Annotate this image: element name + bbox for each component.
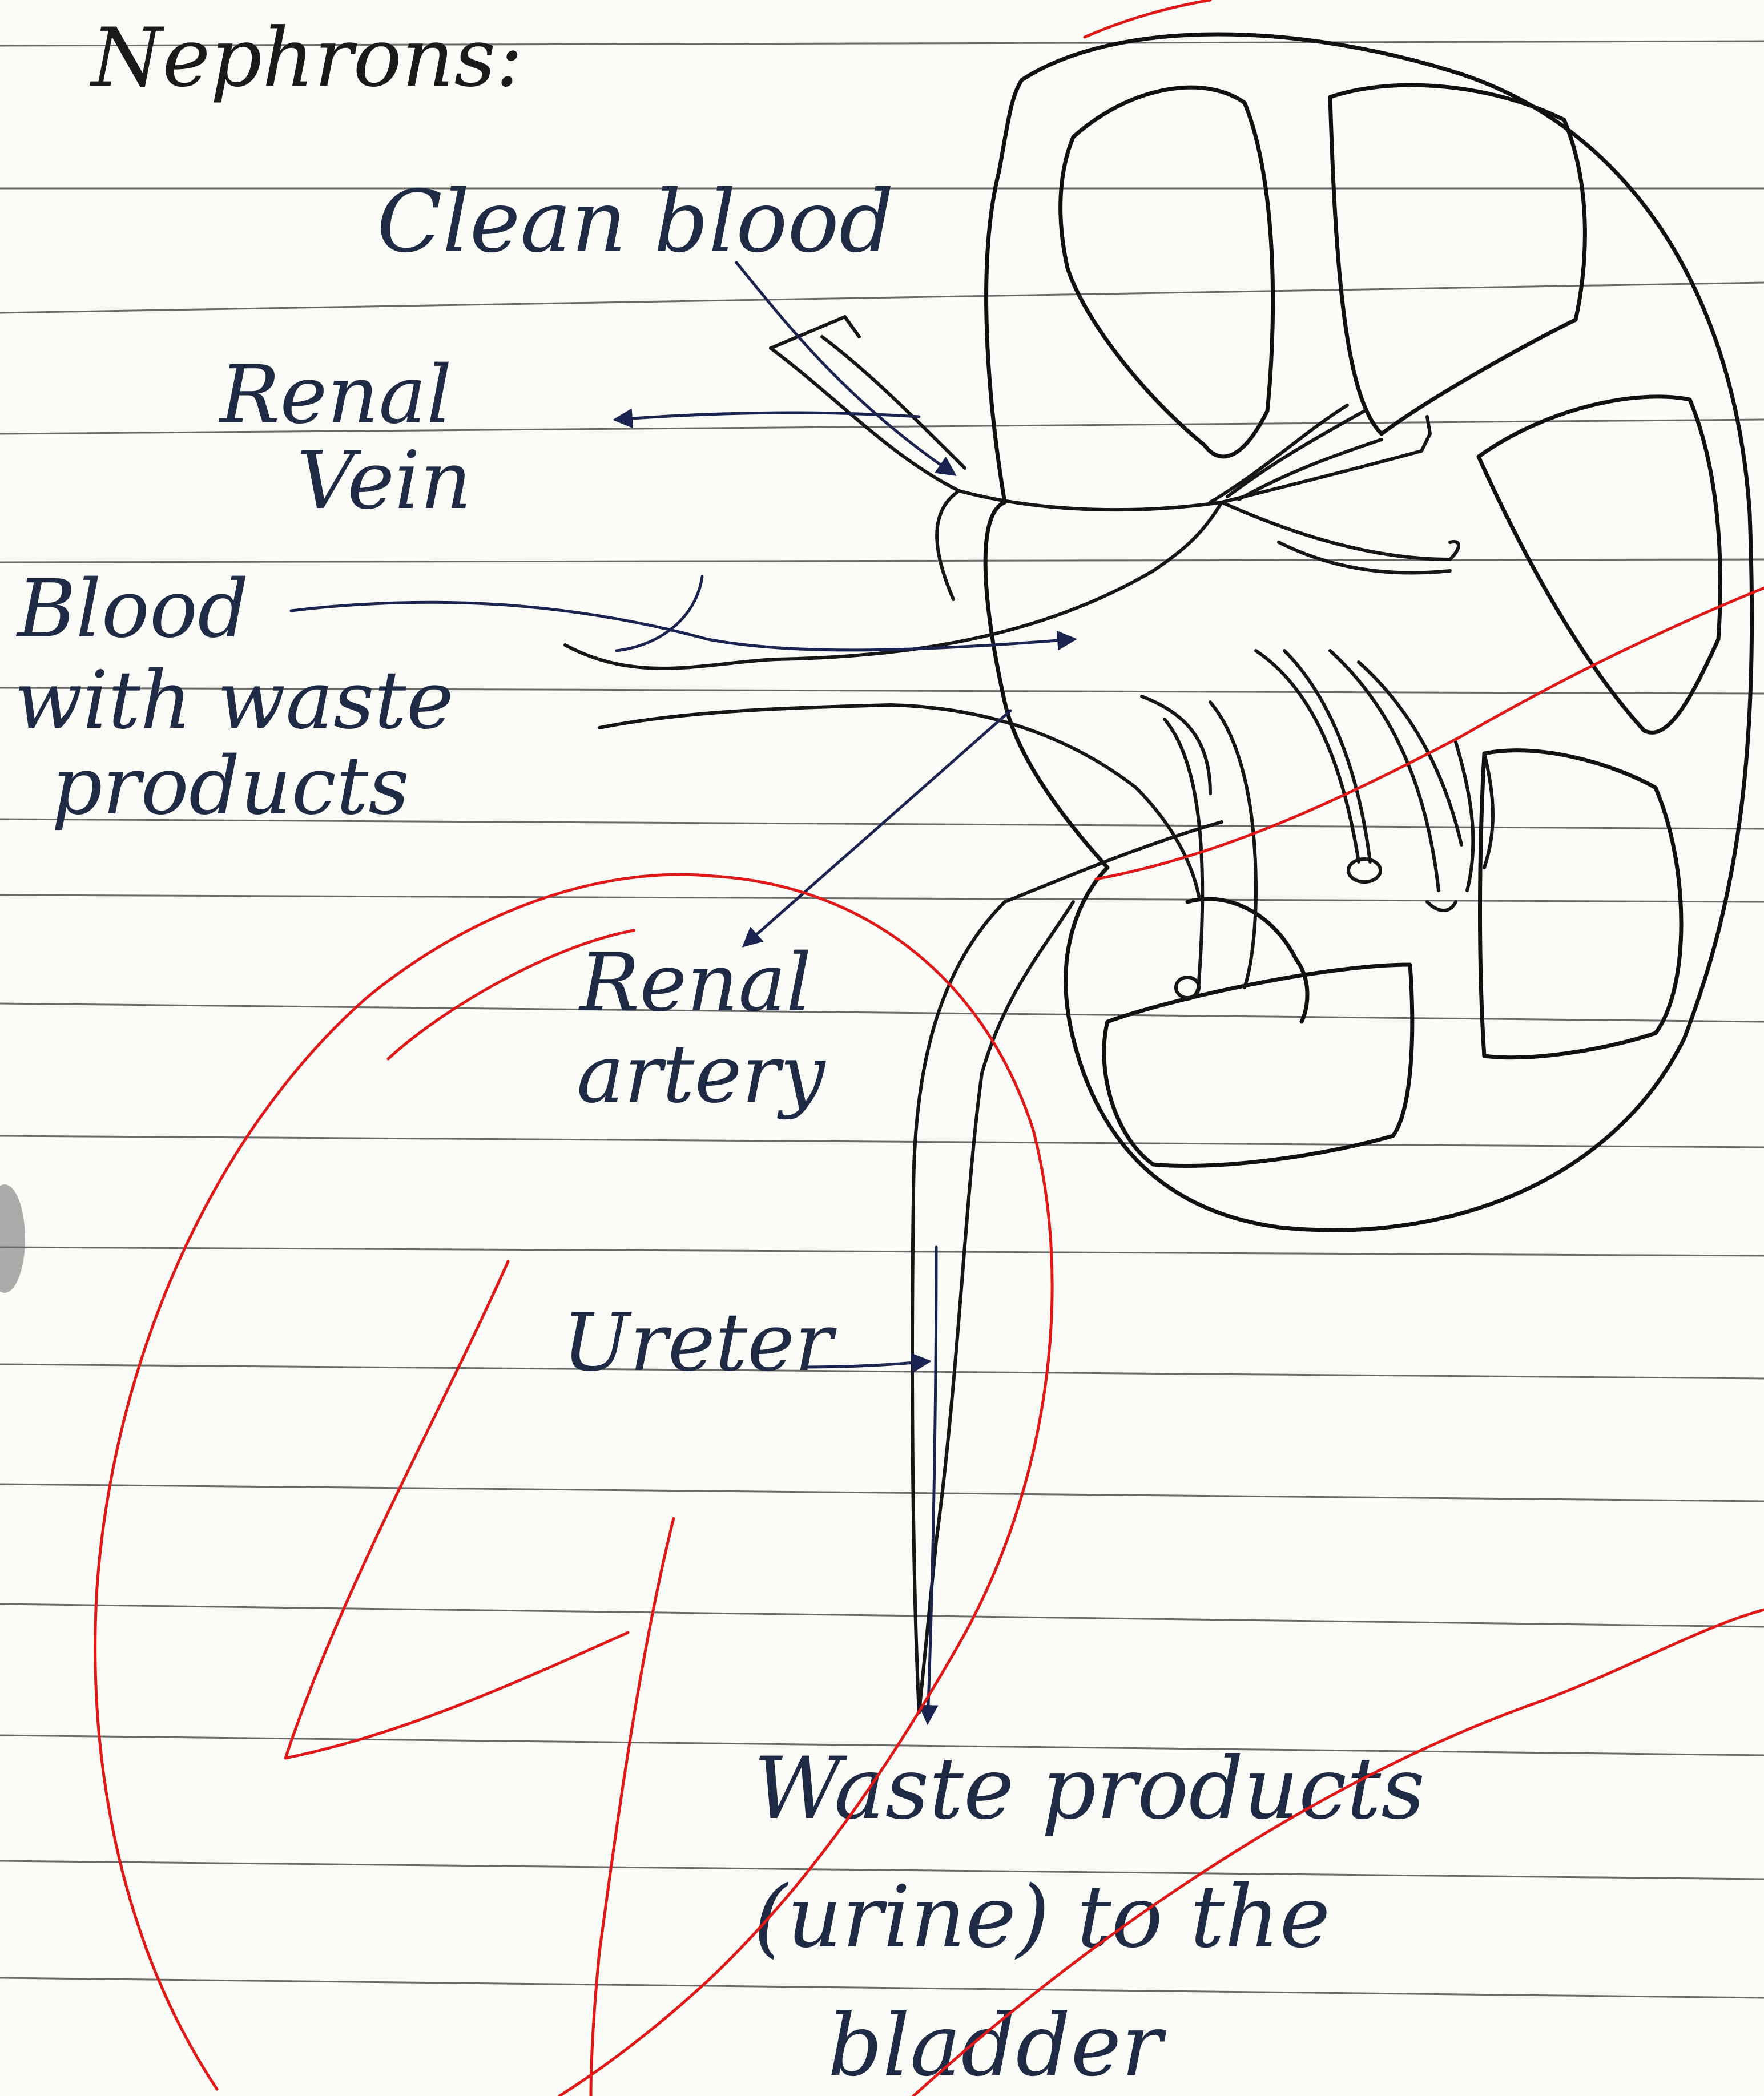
labels: Nephrons: Clean blood Renal Vein Blood w… [14, 11, 1425, 2095]
renal-artery-arrow [745, 711, 1010, 945]
label-ureter: Ureter [562, 1296, 837, 1389]
label-clean-blood: Clean blood [377, 172, 894, 272]
urine-arrow [928, 1247, 936, 1721]
label-waste-products-3: bladder [828, 1996, 1167, 2095]
label-blood-waste-3: products [51, 740, 409, 833]
label-renal-vein-1: Renal [218, 349, 452, 442]
label-renal-artery-2: artery [577, 1028, 826, 1121]
binder-hole [0, 1184, 25, 1293]
renal-artery-vessel [565, 502, 1493, 999]
kidney-outline [985, 34, 1751, 1230]
label-renal-vein-2: Vein [297, 434, 472, 527]
blood-waste-hook [617, 577, 702, 651]
label-blood-waste-1: Blood [15, 563, 249, 656]
renal-vein-vessel [771, 317, 1459, 599]
clean-blood-arrow [736, 263, 953, 474]
slash-top [1085, 0, 1210, 37]
ruled-lines [0, 41, 1764, 1998]
label-waste-products-1: Waste products [754, 1739, 1425, 1839]
label-waste-products-2: (urine) to the [754, 1868, 1330, 1967]
label-renal-artery-1: Renal [578, 937, 812, 1030]
label-blood-waste-2: with waste [14, 654, 454, 747]
renal-lobes [1061, 85, 1721, 1166]
header-title: Nephrons: [90, 11, 523, 105]
renal-vein-arrow [617, 413, 919, 420]
